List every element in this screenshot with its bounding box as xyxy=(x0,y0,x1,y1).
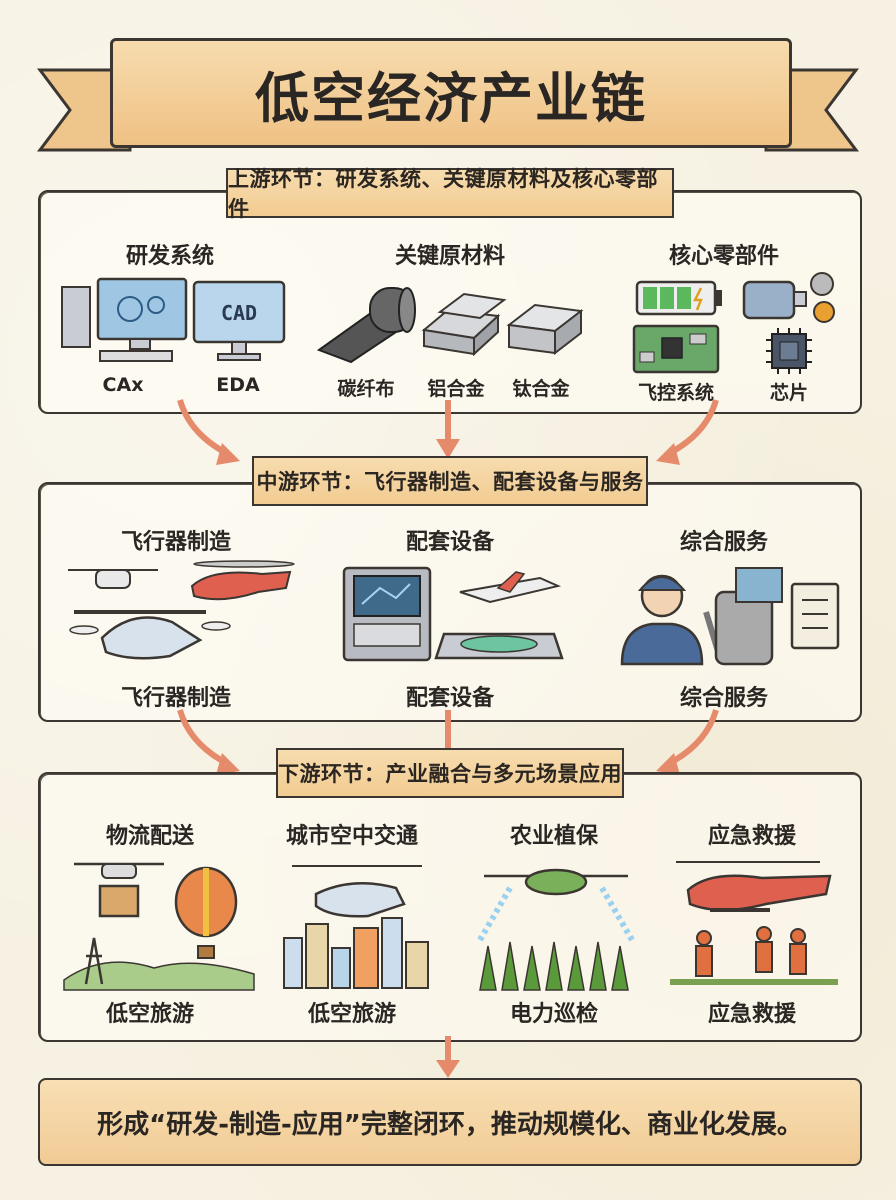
midstream-heading: 中游环节：飞行器制造、配套设备与服务 xyxy=(222,456,678,506)
upstream-group-components: 核心零部件 xyxy=(668,244,780,269)
upstream-heading: 上游环节：研发系统、关键原材料及核心零部件 xyxy=(196,167,704,221)
mid-item-equipment: 配套设备 xyxy=(405,686,495,711)
item-flight-control: 飞控系统 xyxy=(637,382,715,404)
mid-item-services: 综合服务 xyxy=(679,686,769,711)
item-titanium-alloy: 钛合金 xyxy=(512,378,570,400)
downstream-group-urban-air: 城市空中交通 xyxy=(285,824,419,849)
cax-computer-icon xyxy=(61,277,188,362)
down-item-tourism-2: 低空旅游 xyxy=(307,1002,397,1027)
rescue-helicopter-team-icon xyxy=(670,861,838,985)
item-eda: EDA xyxy=(216,374,260,396)
battery-icon xyxy=(635,280,722,316)
motor-gear-icon xyxy=(742,272,835,323)
down-item-rescue: 应急救援 xyxy=(707,1002,797,1027)
downstream-group-logistics: 物流配送 xyxy=(105,824,195,849)
cad-screen-text: CAD xyxy=(221,301,257,325)
aircraft-drones-helicopter-icon xyxy=(68,560,295,660)
item-carbon-fiber: 碳纤布 xyxy=(337,378,395,400)
eda-monitor-icon: CAD xyxy=(192,280,286,361)
upstream-group-materials: 关键原材料 xyxy=(394,244,506,269)
midstream-group-aircraft: 飞行器制造 xyxy=(120,530,232,555)
ground-station-charging-pad-icon xyxy=(342,566,564,662)
arrow-to-conclusion xyxy=(436,1036,460,1078)
arrows-up-to-mid xyxy=(177,399,719,465)
carbon-fiber-icon xyxy=(316,287,416,364)
down-item-tourism-1: 低空旅游 xyxy=(105,1002,195,1027)
item-cax: CAx xyxy=(102,374,144,396)
upstream-group-rd: 研发系统 xyxy=(125,244,215,269)
item-chip: 芯片 xyxy=(769,382,809,404)
down-item-power-inspection: 电力巡检 xyxy=(509,1002,599,1027)
logistics-drone-balloon-icon xyxy=(63,862,255,991)
service-worker-simulator-icon xyxy=(620,567,840,666)
downstream-group-rescue: 应急救援 xyxy=(707,824,797,849)
item-aluminum-alloy: 铝合金 xyxy=(427,378,485,400)
downstream-group-agriculture: 农业植保 xyxy=(509,824,599,849)
urban-air-mobility-icon xyxy=(283,865,429,989)
aluminum-ingot-icon xyxy=(421,292,507,357)
chip-icon xyxy=(766,328,812,374)
flight-control-board-icon xyxy=(632,324,720,374)
agriculture-spray-drone-icon xyxy=(477,868,635,991)
titanium-ingot-icon xyxy=(506,303,584,356)
midstream-group-equipment: 配套设备 xyxy=(405,530,495,555)
downstream-heading: 下游环节：产业融合与多元场景应用 xyxy=(246,748,654,798)
conclusion-banner: 形成“研发-制造-应用”完整闭环，推动规模化、商业化发展。 xyxy=(38,1078,862,1166)
page-title: 低空经济产业链 xyxy=(110,38,792,148)
midstream-group-services: 综合服务 xyxy=(679,530,769,555)
mid-item-aircraft: 飞行器制造 xyxy=(120,686,232,711)
